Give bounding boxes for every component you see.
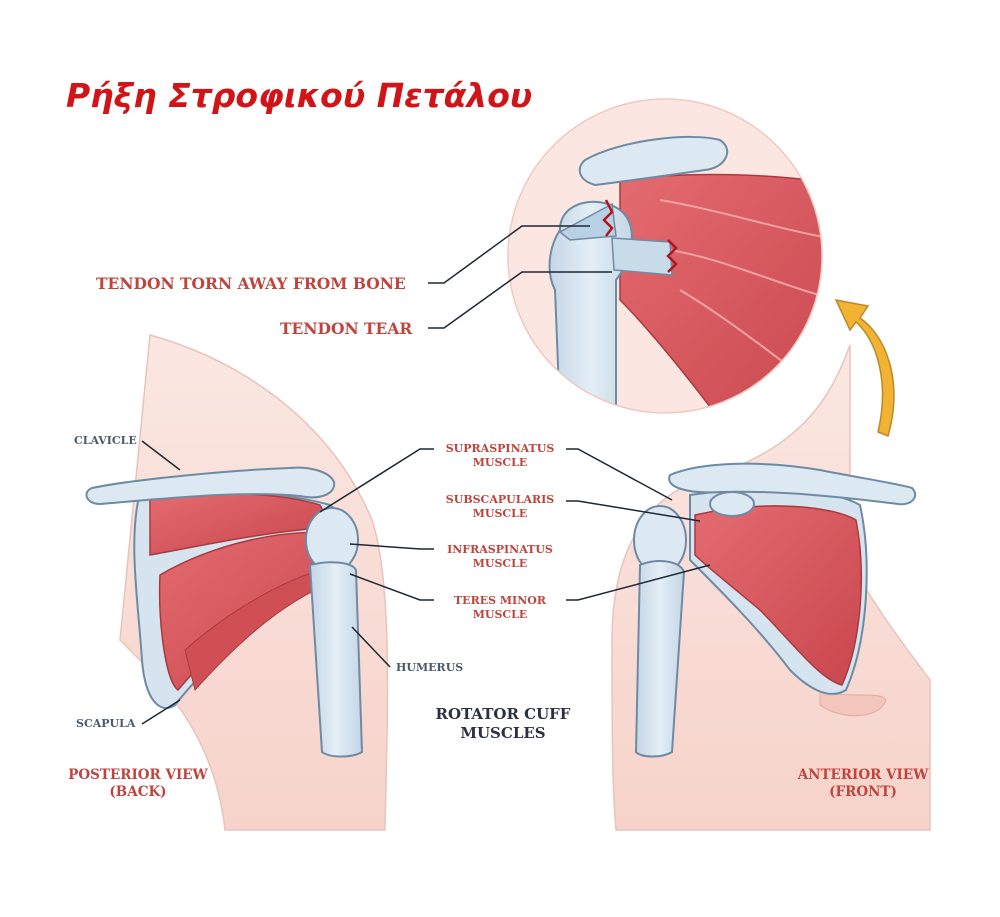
zoom-tendon-tear [611, 237, 673, 276]
zoom-acromion [578, 135, 729, 187]
zoom-detail-circle [507, 98, 823, 414]
leader-clavicle [141, 440, 181, 471]
leader-tendon-tear [428, 271, 612, 329]
anterior-coracoid [709, 491, 755, 517]
rotator-cuff-heading: ROTATOR CUFF MUSCLES [412, 705, 594, 743]
teres-minor-line-1: TERES MINOR [454, 594, 546, 607]
supraspinatus-line-2: MUSCLE [472, 455, 528, 469]
posterior-view-label: POSTERIOR VIEW (BACK) [50, 767, 226, 801]
posterior-clavicle-bone [85, 466, 336, 506]
teres-minor-label: TERES MINOR MUSCLE [438, 594, 562, 622]
subscapularis-line-2: MUSCLE [472, 506, 528, 520]
anterior-view-line-2: (FRONT) [829, 783, 897, 800]
posterior-humerus-bone [308, 561, 364, 758]
rotator-cuff-line-2: MUSCLES [460, 723, 546, 742]
anterior-clavicle-bone [668, 462, 917, 506]
anterior-view-line-1: ANTERIOR VIEW [797, 767, 929, 783]
teres-minor-line-2: MUSCLE [472, 607, 528, 621]
scapula-label: SCAPULA [76, 717, 136, 730]
subscapularis-label: SUBSCAPULARIS MUSCLE [438, 493, 562, 521]
leader-humerus [351, 626, 391, 668]
anterior-subscapularis-muscle [694, 505, 863, 686]
infraspinatus-label: INFRASPINATUS MUSCLE [438, 543, 562, 571]
leader-lines [141, 225, 711, 725]
anterior-humerus-bone [634, 559, 686, 758]
posterior-view-line-2: (BACK) [109, 783, 167, 800]
tendon-tear-label: TENDON TEAR [280, 319, 413, 338]
rotator-cuff-line-1: ROTATOR CUFF [435, 705, 571, 723]
infraspinatus-line-2: MUSCLE [472, 556, 528, 570]
supraspinatus-line-1: SUPRASPINATUS [445, 442, 555, 455]
tendon-torn-away-label: TENDON TORN AWAY FROM BONE [96, 274, 406, 293]
leader-scapula [141, 699, 181, 725]
zoom-torn-tendon [558, 202, 617, 241]
page-title: Ρήξη Στροφικού Πετάλου [66, 76, 533, 115]
infraspinatus-line-1: INFRASPINATUS [447, 543, 553, 556]
posterior-view-figure [85, 334, 389, 831]
zoom-arrow [834, 298, 895, 438]
leader-tendon-torn [428, 225, 590, 284]
posterior-view-line-1: POSTERIOR VIEW [68, 767, 208, 783]
anterior-view-label: ANTERIOR VIEW (FRONT) [776, 767, 950, 801]
anterior-view-figure [611, 344, 931, 831]
humerus-label: HUMERUS [396, 661, 464, 674]
subscapularis-line-1: SUBSCAPULARIS [445, 493, 555, 506]
clavicle-label: CLAVICLE [74, 434, 137, 447]
anterior-arm-fold [819, 689, 887, 717]
supraspinatus-label: SUPRASPINATUS MUSCLE [438, 442, 562, 470]
